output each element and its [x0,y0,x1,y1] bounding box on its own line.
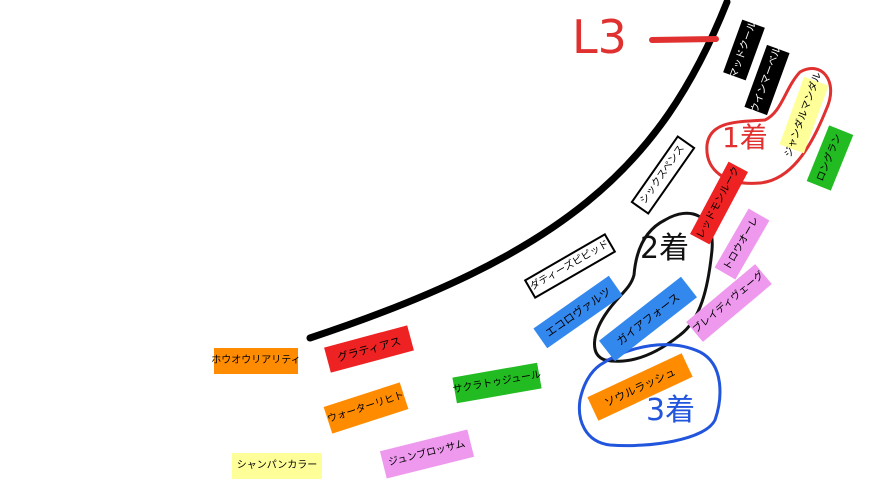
inner-rail [306,0,731,342]
l3-marker-line [649,36,719,43]
finish-label-third: 3着 [646,393,696,428]
horse-tag: ホウオウリアリティ [211,348,301,374]
horse-tag: シャンパンカラー [232,453,322,479]
second-place-outline [593,211,714,363]
finish-label-second: 2着 [640,231,690,266]
finish-label-first: 1着 [722,121,768,154]
corner-label-l3: L3 [572,10,627,64]
third-place-outline [577,343,722,448]
